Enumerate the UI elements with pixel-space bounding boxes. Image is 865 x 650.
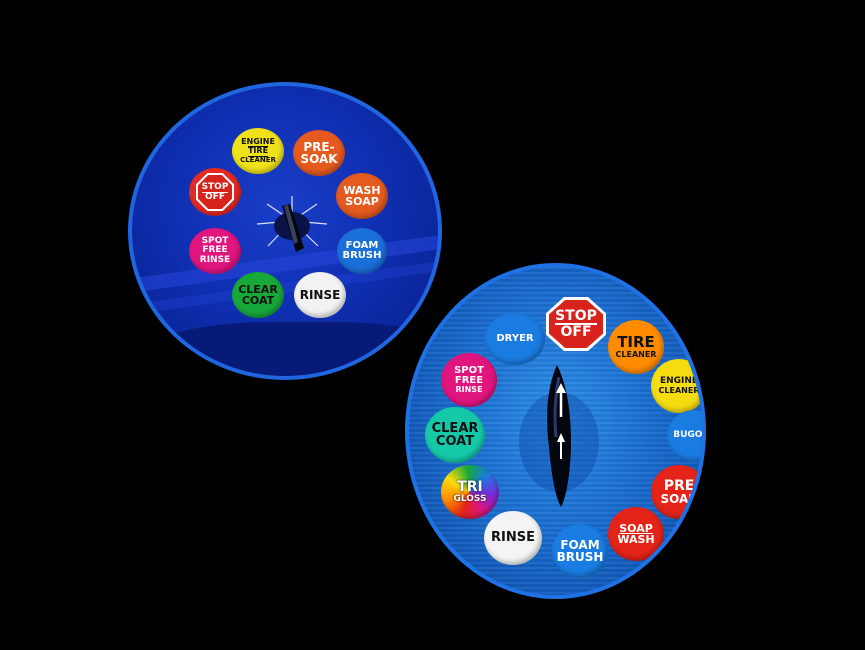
clear-coat-button[interactable]: CLEAR COAT bbox=[232, 272, 284, 318]
pre-soak-button[interactable]: PRE- SOAK bbox=[293, 130, 345, 176]
foam-brush-button[interactable]: FOAM BRUSH bbox=[552, 524, 608, 578]
left-selector-dial: ENGINE TIRE CLEANER PRE- SOAK WASH SOAP … bbox=[128, 82, 442, 380]
pre-soak-button[interactable]: PRE SOAK bbox=[651, 465, 702, 519]
stop-off-button[interactable]: STOP OFF bbox=[189, 168, 241, 216]
engine-cleaner-button[interactable]: ENGINE CLEANER bbox=[651, 359, 702, 413]
rotary-knob[interactable] bbox=[232, 176, 352, 286]
spot-free-rinse-button[interactable]: SPOT FREE RINSE bbox=[189, 228, 241, 274]
foam-brush-button[interactable]: FOAM BRUSH bbox=[337, 228, 387, 274]
rinse-button[interactable]: RINSE bbox=[484, 511, 542, 565]
soap-wash-button[interactable]: SOAP WASH bbox=[608, 507, 664, 561]
clear-coat-button[interactable]: CLEAR COAT bbox=[425, 407, 485, 463]
rinse-button[interactable]: RINSE bbox=[294, 272, 346, 318]
tri-gloss-button[interactable]: TRI GLOSS bbox=[441, 465, 499, 519]
engine-tire-cleaner-button[interactable]: ENGINE TIRE CLEANER bbox=[232, 128, 284, 174]
dial-base-shadow bbox=[152, 322, 438, 376]
wash-soap-button[interactable]: WASH SOAP bbox=[336, 173, 388, 219]
dryer-button[interactable]: DRYER bbox=[485, 313, 545, 365]
stop-off-button[interactable]: STOP OFF bbox=[545, 296, 607, 352]
right-selector-dial: STOP OFF TIRE CLEANER ENGINE CLEANER BUG… bbox=[405, 263, 706, 599]
tire-cleaner-button[interactable]: TIRE CLEANER bbox=[608, 320, 664, 374]
spot-free-rinse-button[interactable]: SPOT FREE RINSE bbox=[441, 353, 497, 407]
rotary-knob[interactable] bbox=[509, 347, 609, 517]
